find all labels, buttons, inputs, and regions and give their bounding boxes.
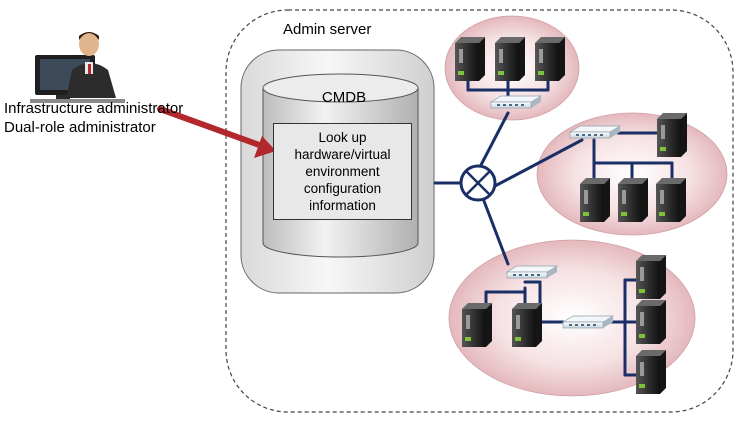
server-tower-icon: [657, 113, 687, 157]
lookup-arrow: [157, 106, 276, 158]
server-tower-icon: [636, 255, 666, 299]
network-switch-icon: [489, 95, 543, 109]
server-tower-icon: [580, 178, 610, 222]
server-tower-icon: [636, 300, 666, 344]
server-tower-icon: [512, 303, 542, 347]
network-switch-icon: [568, 125, 622, 139]
server-tower-icon: [656, 178, 686, 222]
network-switch-icon: [561, 315, 615, 329]
server-tower-icon: [636, 350, 666, 394]
router-icon: [459, 164, 497, 202]
cmdb-title: CMDB: [321, 89, 367, 106]
network-switch-icon: [505, 265, 559, 279]
cmdb-lookup-box: Look up hardware/virtual environment con…: [273, 123, 412, 220]
admin-server-title: Admin server: [283, 21, 372, 38]
network-links: [433, 78, 674, 377]
server-tower-icon: [462, 303, 492, 347]
server-tower-icon: [455, 37, 485, 81]
user-role-infrastructure-admin: Infrastructure administrator: [4, 100, 184, 117]
cmdb-lookup-text: Look up hardware/virtual environment con…: [294, 130, 391, 213]
server-tower-icon: [495, 37, 525, 81]
admin-person-at-computer-icon: [30, 32, 125, 103]
user-role-dual-role-admin: Dual-role administrator: [4, 119, 156, 136]
server-tower-icon: [618, 178, 648, 222]
admin-server-boundary: [225, 9, 734, 413]
server-tower-icon: [535, 37, 565, 81]
